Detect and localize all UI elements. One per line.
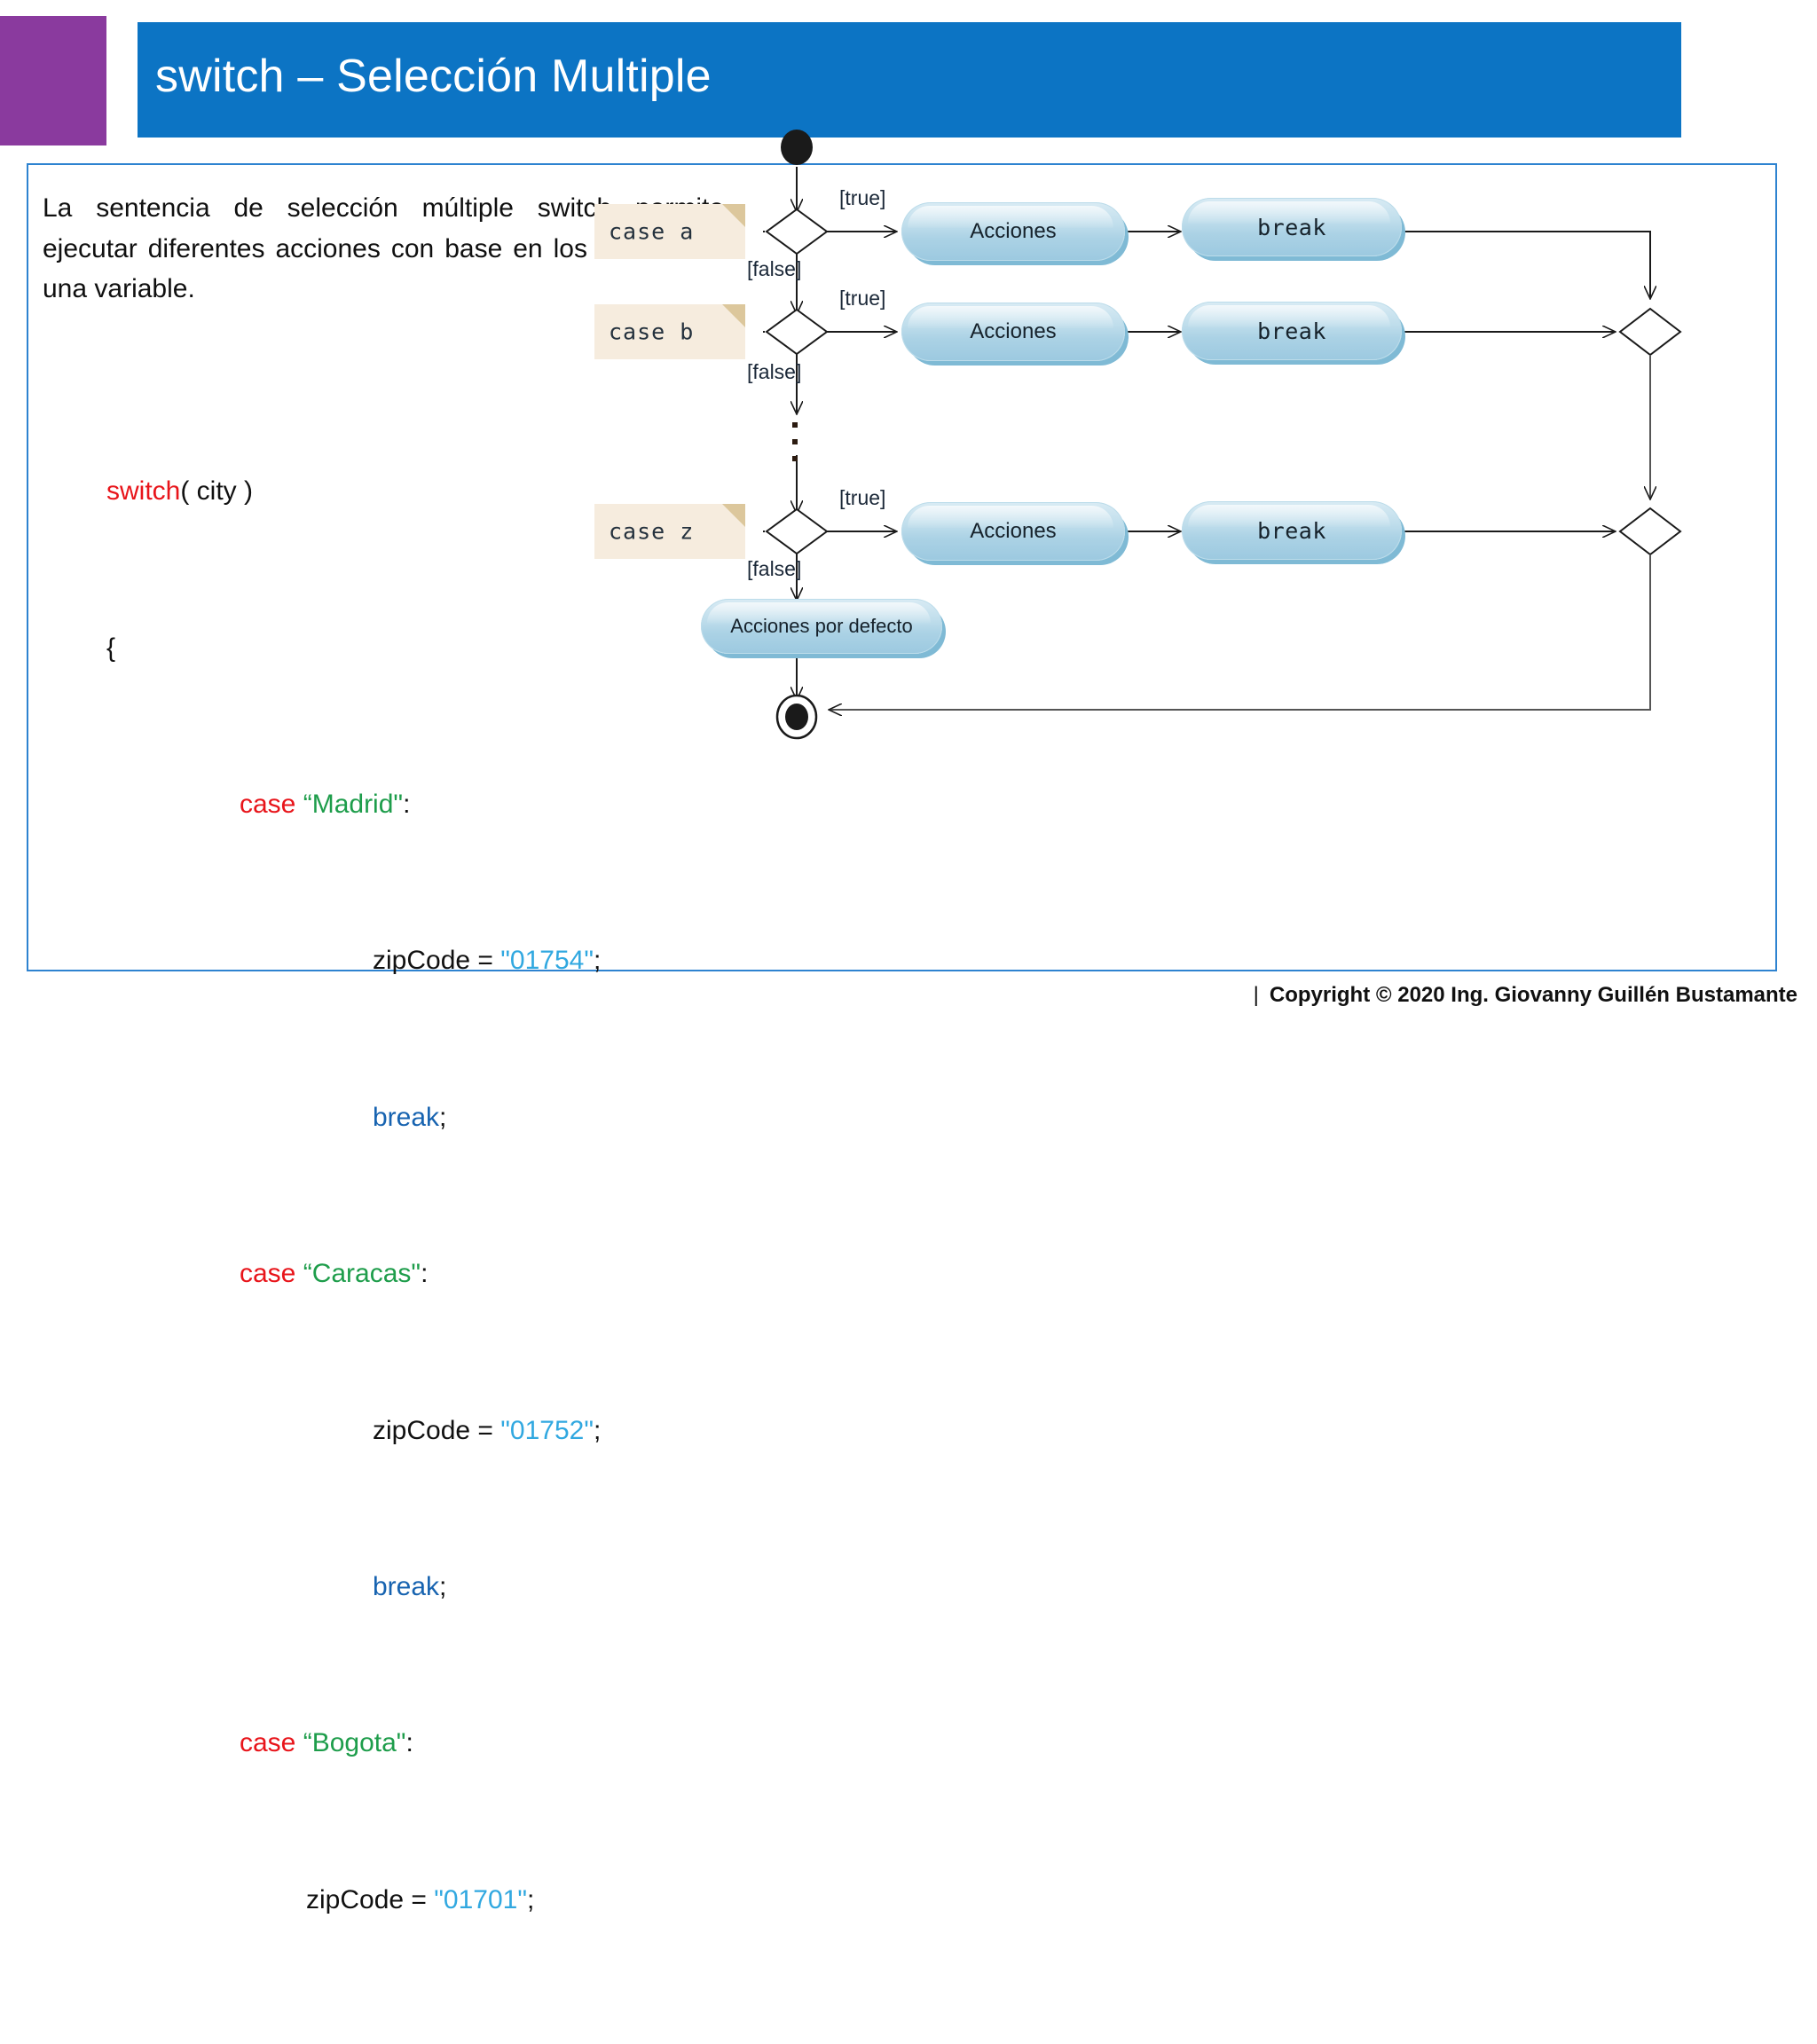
code-line-case-1: case “Caracas":: [106, 1254, 816, 1293]
switch-arguments: ( city ): [180, 476, 254, 507]
zip-value-1: "01752": [500, 1415, 594, 1445]
decision-diamond-case-z: [765, 507, 829, 555]
code-line-assign-1: zipCode = "01752";: [106, 1411, 816, 1450]
guard-true-2: [true]: [839, 287, 886, 310]
colon-1: :: [421, 1259, 429, 1289]
footer-copyright-text: Copyright © 2020 Ing. Giovanny Guillén B…: [1269, 983, 1797, 1007]
keyword-switch: switch: [106, 476, 181, 507]
keyword-break-2: break: [311, 2041, 377, 2044]
ellipsis-vertical: [792, 422, 801, 461]
code-line-brace-open: {: [106, 629, 816, 668]
code-line-break-1: break;: [106, 1568, 816, 1607]
keyword-case: case: [240, 1728, 296, 1758]
note-label-case-b: case b: [609, 318, 695, 345]
action-label: Acciones: [970, 219, 1057, 243]
note-label-case-a: case a: [609, 218, 695, 245]
code-line-switch: switch( city ): [106, 472, 816, 511]
final-node-core: [785, 704, 808, 730]
decision-diamond-case-a: [765, 208, 829, 256]
action-node-break-1: break: [1182, 198, 1402, 256]
brace-open: {: [106, 633, 116, 663]
content-frame: [27, 163, 1777, 971]
keyword-case: case: [240, 1259, 296, 1289]
code-line-assign-0: zipCode = "01754";: [106, 941, 816, 980]
assign-expr-2: zipCode =: [306, 1884, 435, 1914]
guard-true-3: [true]: [839, 486, 886, 509]
decision-diamond-case-b: [765, 308, 829, 356]
semicolon-0: ;: [594, 946, 602, 976]
action-label: Acciones: [970, 519, 1057, 543]
footer-separator: |: [1253, 983, 1259, 1007]
code-line-case-0: case “Madrid":: [106, 785, 816, 824]
action-node-acciones-3: Acciones: [901, 502, 1125, 561]
semicolon-break-2: ;: [377, 2041, 384, 2044]
action-node-default: Acciones por defecto: [701, 599, 942, 654]
note-case-a: case a: [594, 204, 745, 259]
guard-false-1: [false]: [747, 257, 802, 280]
break-label: break: [1257, 517, 1326, 544]
semicolon-1: ;: [594, 1415, 602, 1445]
header-title-bar: [138, 22, 1681, 138]
header-purple-accent-block: [0, 16, 106, 145]
merge-diamond-lower: [1618, 507, 1682, 556]
note-fold-corner-icon: [722, 504, 745, 527]
action-label: Acciones: [970, 319, 1057, 343]
case-value-2: “Bogota": [303, 1728, 406, 1758]
note-fold-corner-icon: [722, 304, 745, 327]
default-action-label: Acciones por defecto: [730, 615, 913, 637]
merge-diamond-upper: [1618, 307, 1682, 357]
note-case-b: case b: [594, 304, 745, 359]
code-line-case-2: case “Bogota":: [106, 1724, 816, 1763]
footer-copyright: | Copyright © 2020 Ing. Giovanny Guillén …: [1254, 983, 1797, 1008]
assign-expr-1: zipCode =: [373, 1415, 501, 1445]
break-label: break: [1257, 318, 1326, 344]
zip-value-2: "01701": [434, 1884, 527, 1914]
note-label-case-z: case z: [609, 518, 695, 545]
assign-expr-0: zipCode =: [373, 946, 501, 976]
note-fold-corner-icon: [722, 204, 745, 227]
code-line-break-2: break;: [106, 2037, 816, 2044]
semicolon-break-0: ;: [439, 1102, 447, 1132]
guard-false-3: [false]: [747, 557, 802, 580]
page-title: switch – Selección Multiple: [155, 51, 712, 102]
semicolon-break-1: ;: [439, 1571, 447, 1601]
zip-value-0: "01754": [500, 946, 594, 976]
keyword-break-0: break: [373, 1102, 440, 1132]
initial-node-dot: [781, 130, 813, 165]
case-value-1: “Caracas": [303, 1259, 421, 1289]
case-value-0: “Madrid": [303, 790, 404, 820]
uml-activity-diagram: case a case b case z [true] [true] [true…: [594, 130, 1774, 956]
action-node-acciones-1: Acciones: [901, 202, 1125, 261]
keyword-case: case: [240, 790, 296, 820]
diagram-connectors-svg: [763, 167, 1682, 740]
action-node-acciones-2: Acciones: [901, 303, 1125, 361]
guard-true-1: [true]: [839, 186, 886, 209]
semicolon-2: ;: [527, 1884, 535, 1914]
code-line-break-0: break;: [106, 1098, 816, 1137]
code-line-assign-2: zipCode = "01701";: [106, 1881, 816, 1920]
colon-2: :: [405, 1728, 413, 1758]
colon-0: :: [403, 790, 411, 820]
note-case-z: case z: [594, 504, 745, 559]
action-node-break-2: break: [1182, 302, 1402, 360]
action-node-break-3: break: [1182, 501, 1402, 560]
guard-false-2: [false]: [747, 360, 802, 383]
keyword-break-1: break: [373, 1571, 440, 1601]
break-label: break: [1257, 214, 1326, 240]
